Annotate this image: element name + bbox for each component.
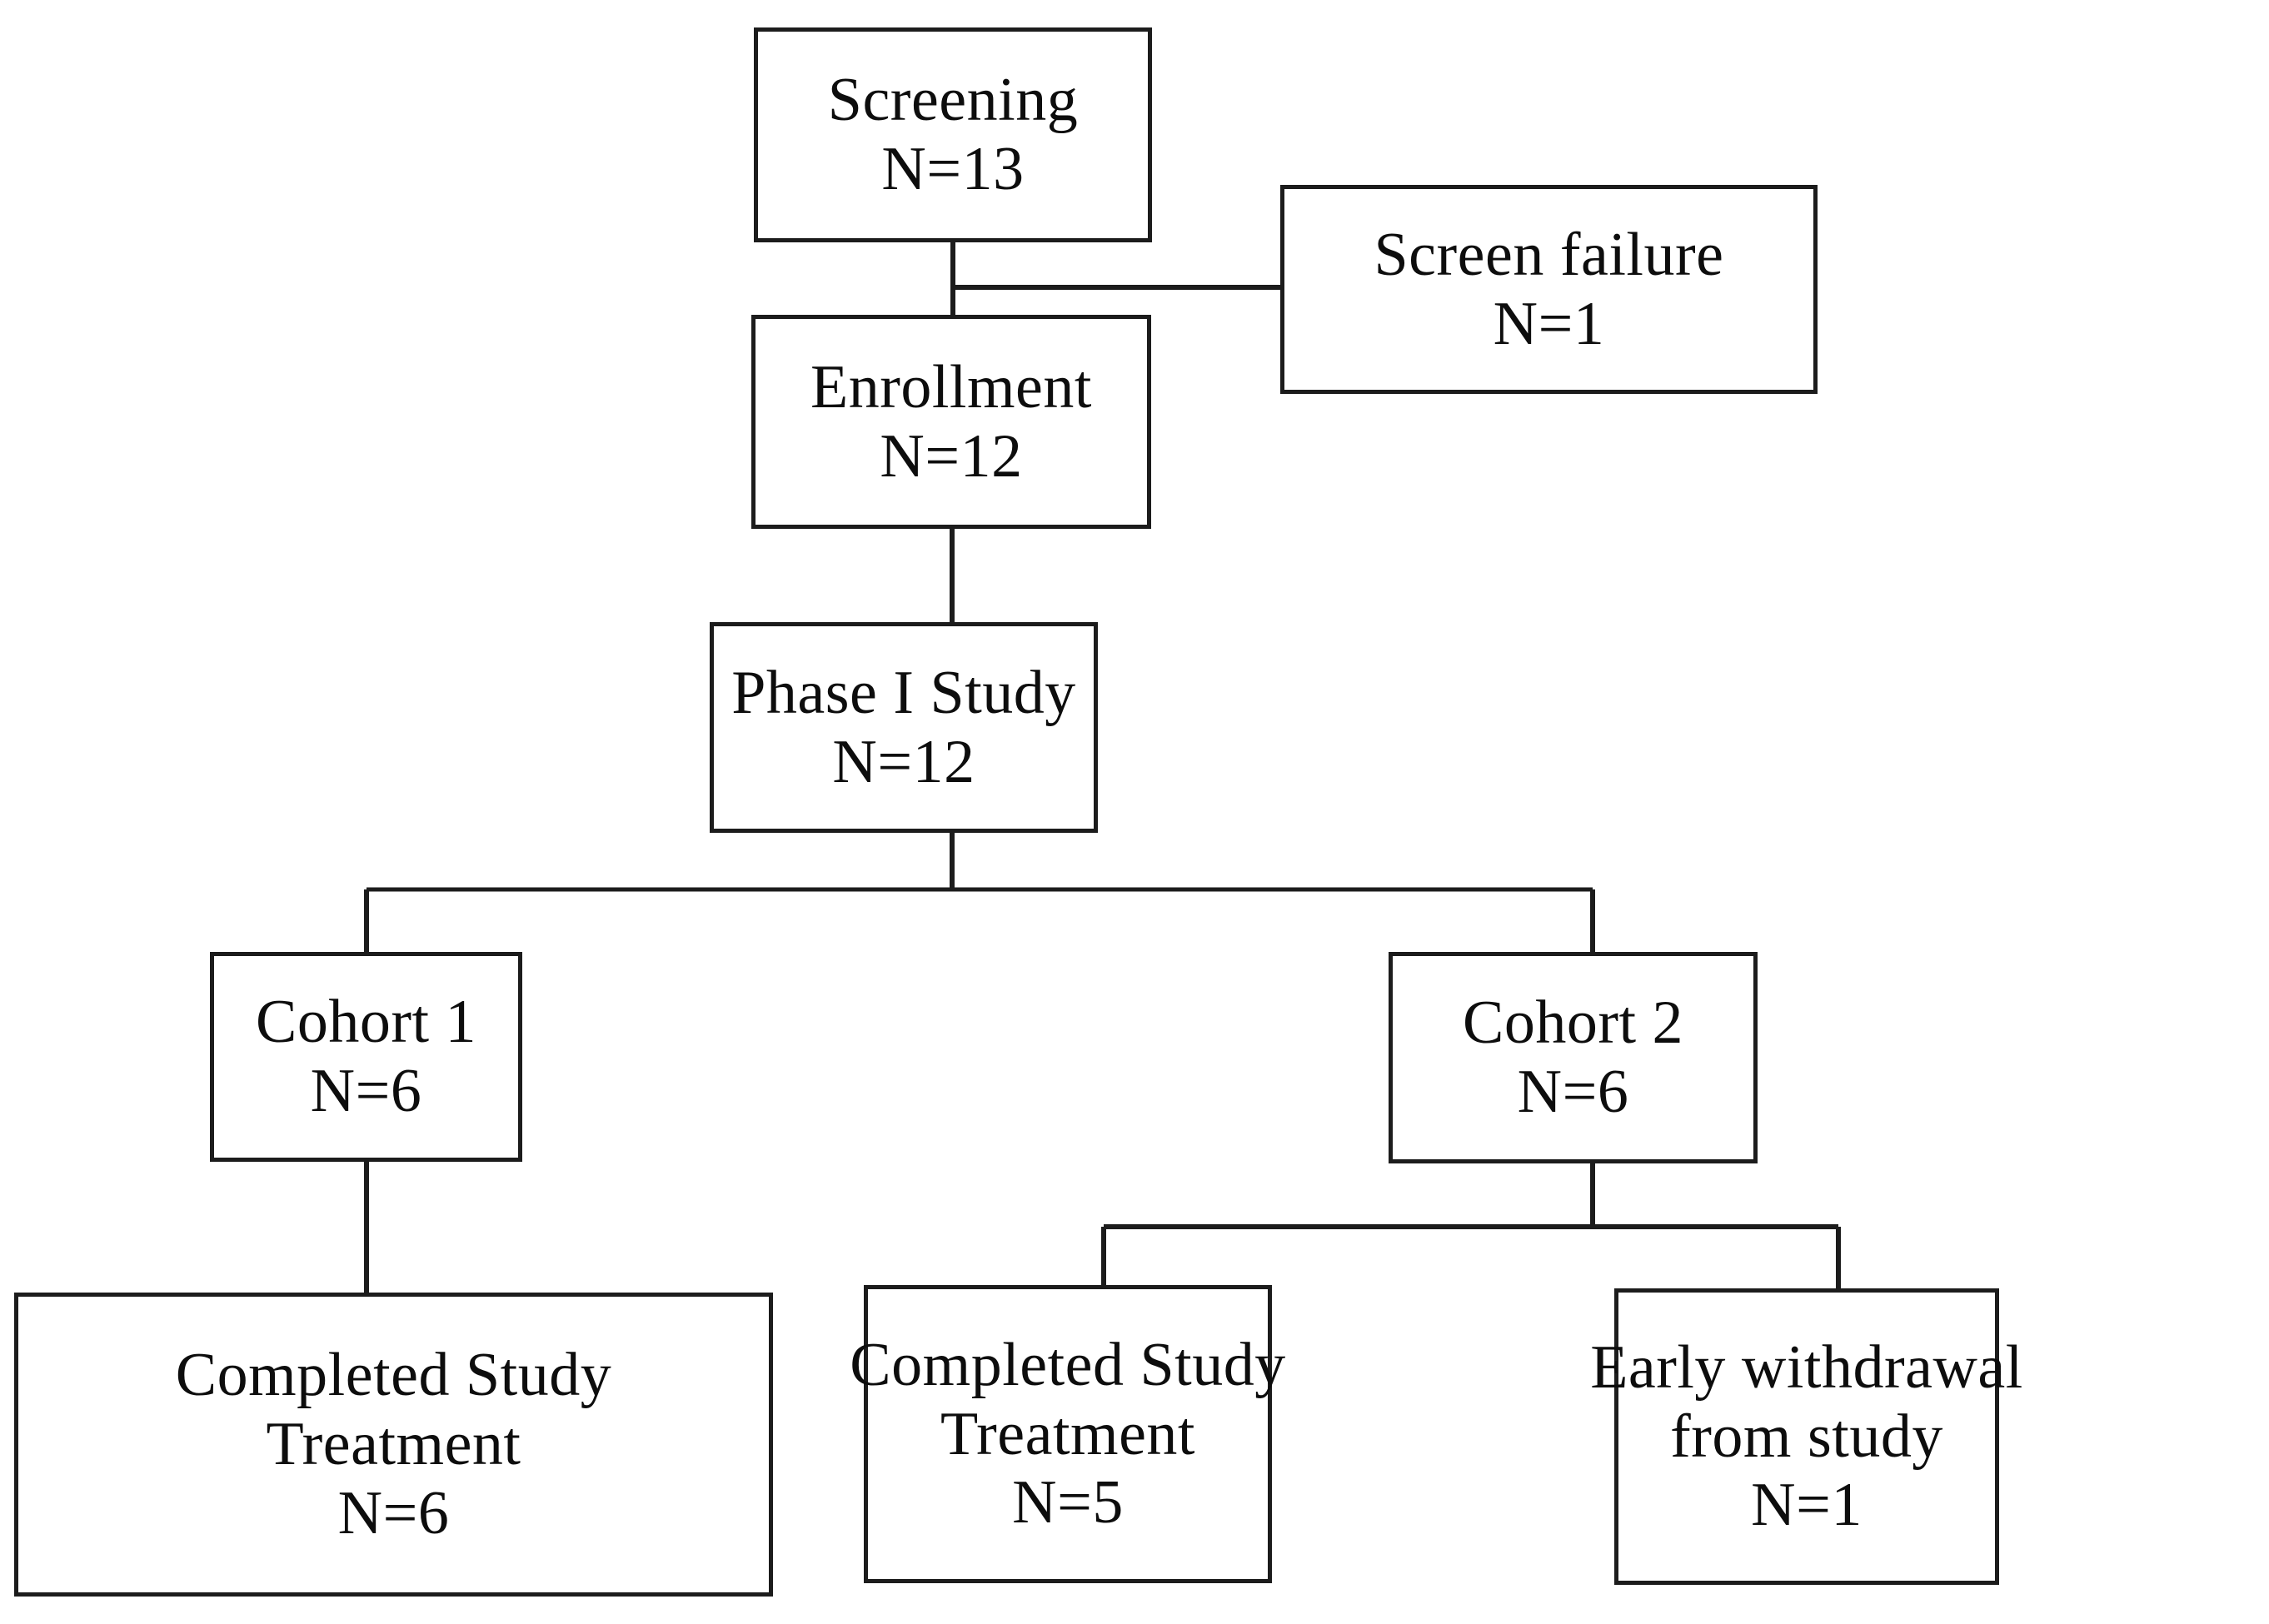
node-completed-cohort-1-label-line-1: Completed Study (175, 1341, 612, 1410)
node-completed-cohort-2-label-line-1: Completed Study (850, 1330, 1286, 1399)
node-completed-cohort-2-label-line-2: Treatment (940, 1399, 1195, 1468)
node-completed-cohort-1[interactable]: Completed Study Treatment N=6 (14, 1293, 773, 1597)
node-completed-cohort-2-count: N=5 (1012, 1468, 1124, 1537)
node-cohort-2-label: Cohort 2 (1462, 989, 1684, 1058)
node-screen-failure[interactable]: Screen failure N=1 (1280, 185, 1818, 394)
node-enrollment[interactable]: Enrollment N=12 (751, 315, 1151, 529)
node-enrollment-count: N=12 (880, 421, 1023, 491)
node-phase-i-study-count: N=12 (832, 727, 975, 796)
node-completed-cohort-1-count: N=6 (337, 1478, 450, 1547)
node-early-withdrawal[interactable]: Early withdrawal from study N=1 (1590, 1288, 2022, 1585)
node-cohort-2[interactable]: Cohort 2 N=6 (1389, 952, 1758, 1163)
node-enrollment-label: Enrollment (810, 352, 1092, 421)
node-screen-failure-label: Screen failure (1374, 220, 1724, 289)
node-cohort-1-count: N=6 (310, 1057, 422, 1125)
node-cohort-2-count: N=6 (1517, 1058, 1629, 1126)
node-phase-i-study-label: Phase I Study (731, 658, 1076, 727)
node-screen-failure-count: N=1 (1493, 289, 1605, 358)
node-cohort-1-label: Cohort 1 (255, 988, 477, 1057)
node-cohort-1[interactable]: Cohort 1 N=6 (210, 952, 522, 1162)
node-completed-cohort-1-label-line-2: Treatment (266, 1410, 521, 1479)
node-phase-i-study[interactable]: Phase I Study N=12 (710, 622, 1098, 833)
node-completed-cohort-2[interactable]: Completed Study Treatment N=5 (850, 1285, 1285, 1583)
node-screening-label: Screening (827, 66, 1079, 135)
node-early-withdrawal-label-line-1: Early withdrawal (1590, 1333, 2023, 1402)
node-early-withdrawal-label-line-2: from study (1670, 1402, 1943, 1471)
node-early-withdrawal-count: N=1 (1751, 1471, 1863, 1540)
node-screening[interactable]: Screening N=13 (754, 27, 1152, 242)
node-screening-count: N=13 (881, 135, 1025, 203)
